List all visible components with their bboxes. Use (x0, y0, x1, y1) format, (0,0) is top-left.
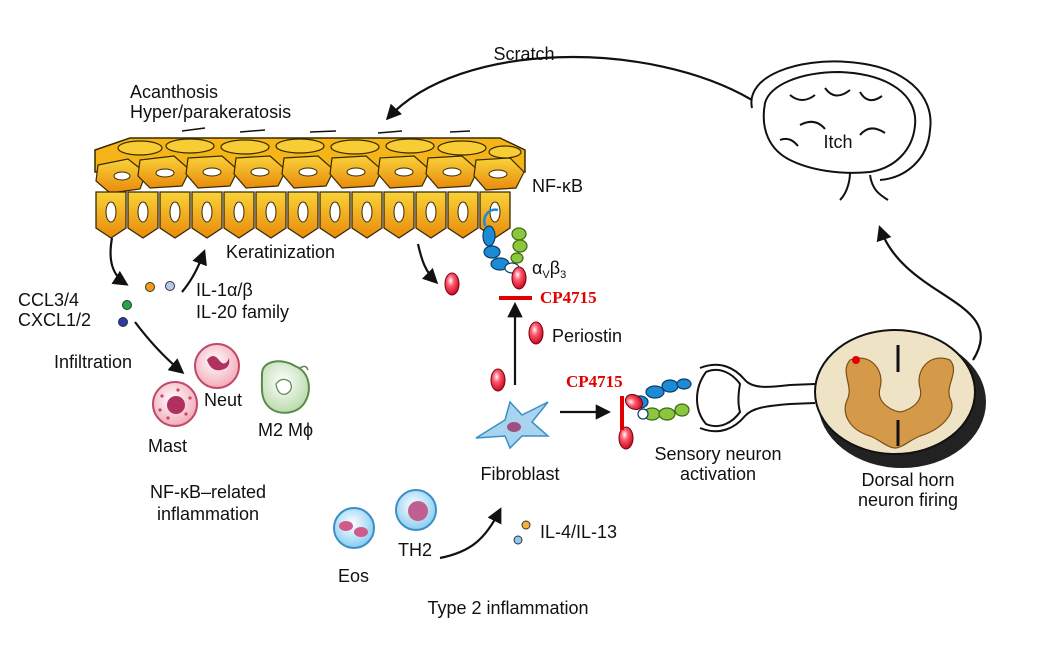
label-neut: Neut (204, 390, 243, 410)
label-ccl34: CCL3/4 (18, 290, 80, 310)
label-cp4715-lower: CP4715 (566, 372, 623, 391)
label-eos: Eos (338, 566, 370, 586)
th2-cell-icon (395, 489, 437, 531)
integrin-alpha-sub: V (542, 269, 550, 281)
label-itch: Itch (823, 132, 853, 152)
label-sensory-2: activation (679, 464, 757, 484)
integrin-beta-sub: 3 (560, 269, 567, 281)
label-mast: Mast (148, 436, 188, 456)
label-keratinization: Keratinization (226, 242, 336, 262)
label-infiltration: Infiltration (54, 352, 133, 372)
integrin-receptor-neuron (631, 378, 692, 421)
label-hyperparakeratosis: Hyper/parakeratosis (130, 102, 292, 122)
label-dorsal-2: neuron firing (857, 490, 959, 510)
eosinophil-icon (333, 507, 375, 549)
label-il20: IL-20 family (196, 302, 290, 322)
label-cp4715-upper: CP4715 (540, 288, 597, 307)
integrin-alpha: α (532, 258, 543, 278)
integrin-beta: β (549, 258, 561, 278)
connector-arrows (109, 55, 982, 560)
scale-lines (181, 127, 471, 134)
fibroblast-icon (475, 400, 550, 450)
m2-macrophage-icon (260, 360, 310, 414)
label-th2: TH2 (398, 540, 433, 560)
spinal-cord-icon (814, 329, 986, 468)
label-dorsal-1: Dorsal horn (861, 470, 955, 490)
mast-cell-icon (152, 381, 198, 427)
label-integrin: αVβ3 (532, 258, 566, 285)
label-il4-il13: IL-4/IL-13 (540, 522, 618, 542)
label-fibroblast: Fibroblast (480, 464, 560, 484)
sensory-neuron-icon (696, 363, 816, 433)
cytokine-dots (118, 281, 531, 545)
label-nfkb-inflammation-1: NF-κB–related (149, 482, 267, 502)
label-nfkb: NF-κB (532, 176, 583, 196)
label-type2-inflammation: Type 2 inflammation (427, 598, 589, 618)
label-nfkb-inflammation-2: inflammation (156, 504, 260, 524)
label-acanthosis: Acanthosis (130, 82, 219, 102)
periostin-molecules (444, 266, 644, 450)
label-il1: IL-1α/β (196, 280, 253, 300)
neutrophil-icon (194, 343, 240, 389)
epidermis-layer (94, 137, 526, 239)
cp4715-inhibitor-bars (499, 296, 624, 430)
label-periostin: Periostin (552, 326, 623, 346)
brain-icon (750, 60, 932, 201)
label-sensory-1: Sensory neuron (654, 444, 782, 464)
label-cxcl12: CXCL1/2 (18, 310, 92, 330)
label-scratch: Scratch (493, 44, 555, 64)
label-m2: M2 Mϕ (258, 420, 314, 440)
